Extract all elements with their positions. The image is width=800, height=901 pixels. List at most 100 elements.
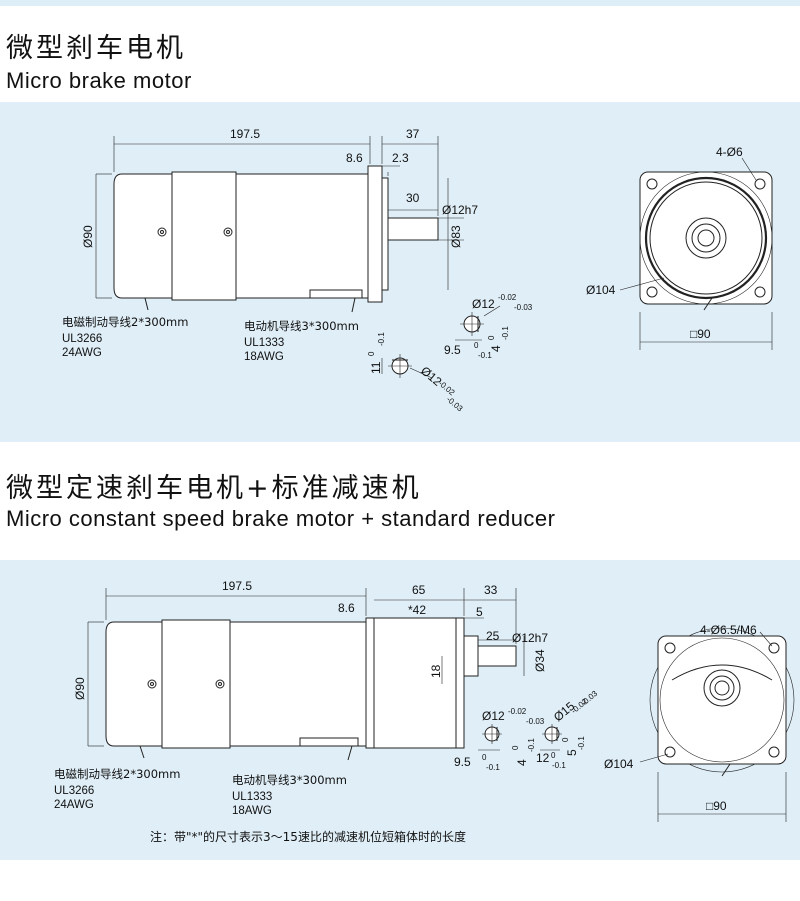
dim-shaft-dia: Ø12h7 [442, 203, 478, 217]
screw [147, 679, 157, 689]
key-dia-tol-lower: -0.03 [526, 717, 545, 726]
key-width-tol-upper: 0 [511, 745, 520, 750]
brake-wire-cn: 电磁制动导线2*300mm [62, 315, 188, 329]
screw [223, 227, 233, 237]
flange-pilot [381, 177, 389, 291]
key-dia: Ø12 [472, 297, 495, 311]
key-width-tol-lower: -0.1 [501, 326, 510, 340]
dim-mount-holes: 4-Ø6.5/M6 [700, 623, 757, 637]
key-flat: 9.5 [454, 755, 471, 769]
front-pilot-circle [644, 176, 768, 300]
key-dia-tol-upper: -0.02 [508, 707, 527, 716]
motor-shaft [387, 217, 439, 241]
motor-wire-ul: UL1333 [232, 791, 272, 803]
key15-flat-tol-upper: 0 [551, 751, 556, 760]
key-width-tol-lower: -0.1 [527, 738, 536, 752]
motor-flange [367, 165, 383, 303]
key-dia-tol-upper: -0.02 [498, 293, 517, 302]
key-width: 4 [489, 345, 503, 352]
dim-gearbox: 65 [412, 583, 426, 597]
brake-cover [105, 621, 163, 747]
dim-shaft-length: 25 [486, 629, 500, 643]
dim-flange2: 2.3 [392, 151, 409, 165]
section2-drawing: 197.5 65 33 8.6 *42 5 25 Ø12h7 Ø34 18 Ø9… [54, 579, 795, 844]
dim-body-dia: Ø90 [73, 677, 87, 700]
section1-title-en: Micro brake motor [6, 68, 192, 93]
gear-shaft [477, 645, 517, 667]
key2-depth: 11 [369, 361, 383, 374]
mount-hole [646, 286, 658, 298]
motor-wire-awg: 18AWG [232, 805, 272, 817]
mount-hole [754, 178, 766, 190]
mount-hole [664, 642, 676, 654]
dim-gearbox-star: *42 [408, 603, 426, 617]
dim-shaft-total: 33 [484, 583, 498, 597]
brake-wire-awg: 24AWG [62, 347, 102, 359]
key15-flat-tol-lower: -0.1 [552, 761, 566, 770]
dim-pcd: Ø104 [586, 283, 616, 297]
key2-depth-tol-upper: 0 [367, 351, 376, 356]
key-flat-tol-upper: 0 [482, 753, 487, 762]
key15-dia-tol-lower: -0.03 [580, 689, 600, 708]
brake-wire-awg: 24AWG [54, 799, 94, 811]
key2-dia-tol-lower: -0.03 [445, 395, 465, 414]
mount-hole [768, 746, 780, 758]
key-flat-tol-lower: -0.1 [478, 351, 492, 360]
dim-hub-dia: Ø34 [533, 649, 547, 672]
gearbox [365, 617, 465, 749]
brake-wire-ul: UL3266 [54, 785, 94, 797]
key-flat: 9.5 [444, 343, 461, 357]
mount-hole [646, 178, 658, 190]
dim-mount-holes: 4-Ø6 [716, 145, 743, 159]
key-flat-tol-lower: -0.1 [486, 763, 500, 772]
brake-wire-cn: 电磁制动导线2*300mm [54, 767, 180, 781]
screw [157, 227, 167, 237]
dim-shaft-step: 5 [476, 605, 483, 619]
brake-housing [171, 171, 237, 301]
motor-wire-awg: 18AWG [244, 351, 284, 363]
section1-drawing: 197.5 37 8.6 2.3 30 Ø12h7 Ø83 Ø90 4-Ø6 Ø… [62, 127, 773, 414]
brake-cover [113, 173, 173, 299]
dim-total-length: 197.5 [222, 579, 252, 593]
dim-pilot-dia: Ø83 [449, 225, 463, 248]
motor-wire-ul: UL1333 [244, 337, 284, 349]
key2-dia-tol-upper: -0.02 [437, 379, 457, 398]
brake-wire-ul: UL3266 [62, 333, 102, 345]
key15-flat: 12 [536, 751, 550, 765]
dim-flange: 8.6 [346, 151, 363, 165]
dim-shaft-length: 30 [406, 191, 420, 205]
top-accent-bar [0, 0, 800, 6]
motor-wire-cn: 电动机导线3*300mm [244, 319, 359, 333]
key-flat-tol-upper: 0 [474, 341, 479, 350]
dim-square: □90 [706, 799, 727, 813]
footnote: 注：带"*"的尺寸表示3～15速比的减速机位短箱体时的长度 [150, 829, 466, 844]
key15-width-tol-upper: 0 [561, 737, 570, 742]
key-dia-tol-lower: -0.03 [514, 303, 533, 312]
key2-depth-tol-lower: -0.1 [377, 332, 386, 346]
key15-width: 5 [565, 749, 579, 756]
mount-hole [664, 746, 676, 758]
motor-wire-cn: 电动机导线3*300mm [232, 773, 347, 787]
motor-body [235, 173, 369, 299]
gear-hub [463, 635, 479, 677]
key-dia: Ø12 [482, 709, 505, 723]
dim-shaft-dia: Ø12h7 [512, 631, 548, 645]
key-width: 4 [515, 759, 529, 766]
section2-drawing-panel: 197.5 65 33 8.6 *42 5 25 Ø12h7 Ø34 18 Ø9… [0, 560, 800, 860]
dim-total-length: 197.5 [230, 127, 260, 141]
motor-body [229, 621, 367, 747]
section2-title-en: Micro constant speed brake motor + stand… [6, 506, 556, 531]
dim-shaft-total: 37 [406, 127, 420, 141]
dim-flange: 8.6 [338, 601, 355, 615]
mount-hole [754, 286, 766, 298]
section1-drawing-panel: 197.5 37 8.6 2.3 30 Ø12h7 Ø83 Ø90 4-Ø6 Ø… [0, 102, 800, 442]
dim-pcd: Ø104 [604, 757, 634, 771]
dim-square: □90 [690, 327, 711, 341]
key-width-tol-upper: 0 [487, 335, 496, 340]
key15-width-tol-lower: -0.1 [577, 736, 586, 750]
section1-title-cn: 微型刹车电机 [6, 33, 186, 64]
dim-body-dia: Ø90 [81, 225, 95, 248]
screw [215, 679, 225, 689]
section2-title-cn: 微型定速刹车电机+标准减速机 [6, 473, 422, 504]
dim-offset: 18 [429, 664, 443, 678]
